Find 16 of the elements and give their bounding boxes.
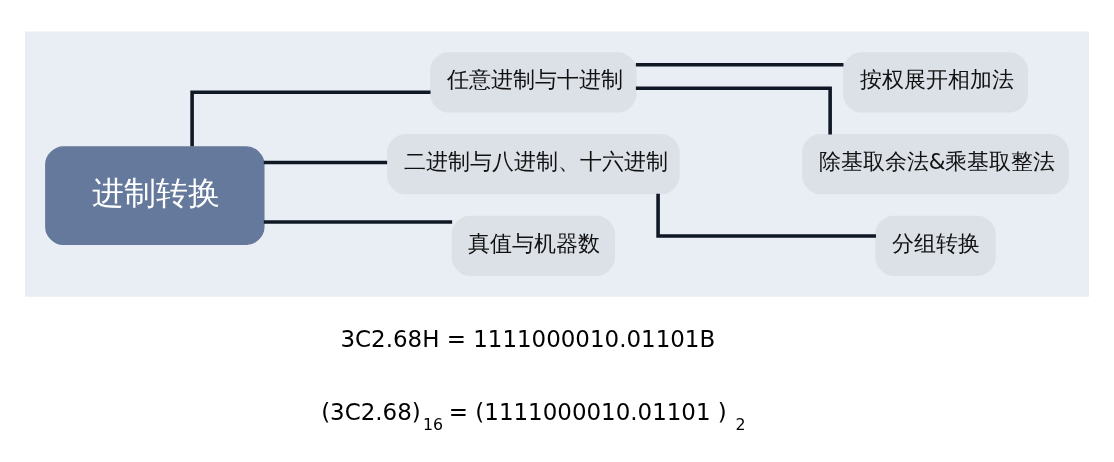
node-box: 按权展开相加法: [843, 51, 1028, 112]
label: 3C2.68H = 1111000010.01101B: [340, 325, 716, 352]
connector: [635, 85, 832, 135]
node-box: 真值与机器数: [451, 215, 616, 276]
connector: [190, 89, 431, 146]
node-box: 分组转换: [875, 215, 996, 276]
connector: [656, 193, 876, 238]
node-box: 二进制与八进制、十六进制: [387, 133, 680, 194]
connector: [263, 160, 388, 164]
cluster: [25, 31, 1089, 297]
node-box: 除基取余法&乘基取整法: [802, 133, 1069, 194]
node-box: 任意进制与十进制: [430, 51, 637, 112]
connector: [263, 219, 453, 224]
connector: [635, 62, 844, 67]
label: (3C2.68)$_{16}$ = (1111000010.01101 )$_{2}$: [321, 398, 746, 434]
node-box: 进制转换: [45, 145, 265, 245]
